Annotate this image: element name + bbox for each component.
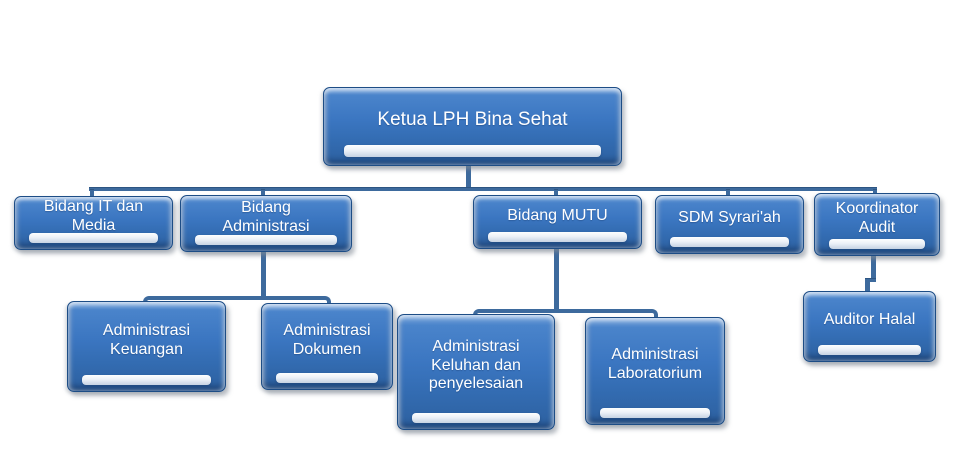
shine-bar [412,413,540,423]
shine-bar [82,375,211,385]
org-node-administrasi-dokumen: Administrasi Dokumen [261,303,393,390]
connector-koordinator-elbow-upper [871,252,876,282]
shine-bar [195,235,337,245]
shine-bar [276,373,378,383]
org-node-bidang-mutu: Bidang MUTU [473,195,642,249]
connector-it-media-stem [90,189,94,199]
org-node-label: Ketua LPH Bina Sehat [377,109,568,131]
org-node-label: Bidang IT dan Media [43,198,144,234]
org-node-label: Koordinator Audit [835,199,919,236]
shine-bar [29,233,158,243]
org-node-administrasi-keuangan: Administrasi Keuangan [67,301,226,392]
connector-mutu-stem-down [554,245,559,311]
org-node-label: Administrasi Keluhan dan penyelesaian [428,337,524,393]
shine-bar [670,237,789,247]
shine-bar [600,408,710,418]
org-node-sdm-syrariah: SDM Syrari'ah [655,195,804,254]
connector-koordinator-stem-top [873,189,877,196]
org-node-label: Administrasi Dokumen [283,321,371,358]
connector-ketua-stem [466,162,471,189]
shine-bar [818,345,921,355]
connector-koordinator-elbow-jog [865,278,876,282]
org-node-label: Administrasi Laboratorium [607,346,703,382]
connector-koordinator-elbow-lower [865,278,870,293]
org-node-bidang-administrasi: Bidang Administrasi [180,195,352,252]
connector-administrasi-stem-down [261,248,266,298]
org-node-label: Auditor Halal [823,311,916,329]
shine-bar [829,239,925,249]
org-node-label: Administrasi Keuangan [102,321,191,358]
org-node-administrasi-keluhan: Administrasi Keluhan dan penyelesaian [397,314,555,430]
org-node-label: Bidang Administrasi [222,198,310,235]
shine-bar [488,232,627,242]
connector-sdm-stem-top [726,189,730,198]
org-node-administrasi-laboratorium: Administrasi Laboratorium [585,317,725,425]
org-node-auditor-halal: Auditor Halal [803,291,936,362]
org-node-label: Bidang MUTU [507,206,608,224]
connector-mutu-stem-top [554,189,558,198]
org-node-bidang-it-media: Bidang IT dan Media [14,196,173,250]
org-node-ketua: Ketua LPH Bina Sehat [323,87,622,166]
shine-bar [344,145,601,157]
org-node-label: SDM Syrari'ah [678,209,781,227]
connector-level2-rail [89,187,877,191]
connector-administrasi-stem-top [261,189,265,198]
org-node-koordinator-audit: Koordinator Audit [814,193,940,256]
